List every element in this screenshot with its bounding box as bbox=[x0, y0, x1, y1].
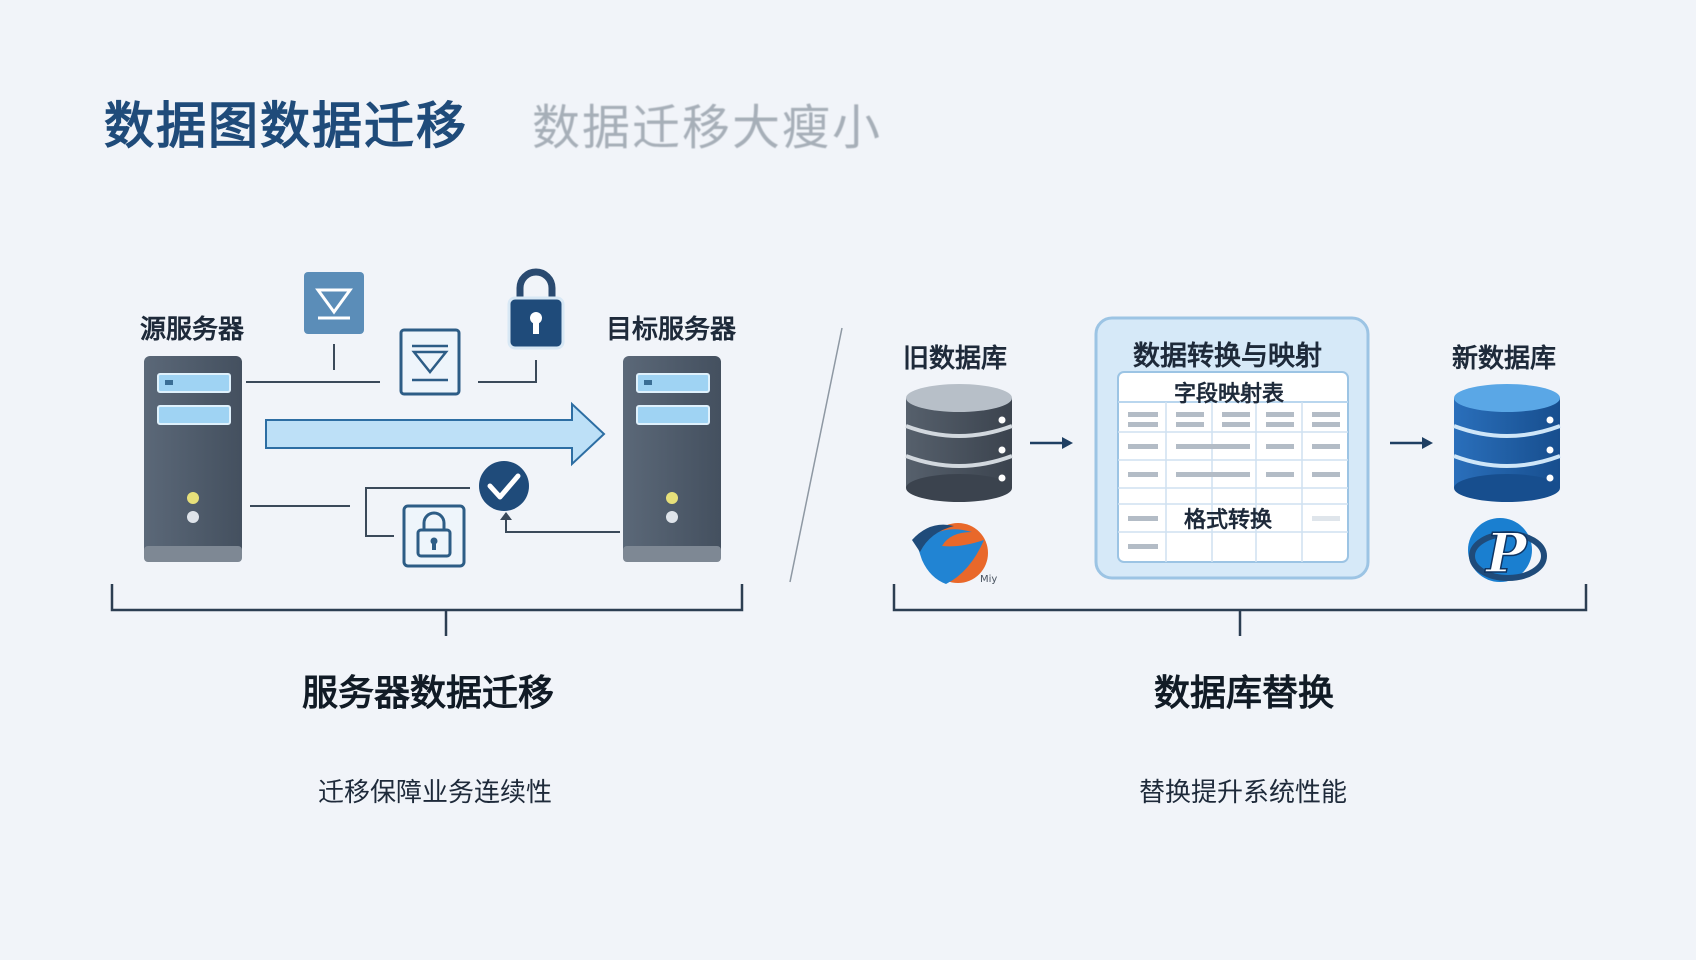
page-title: 数据图数据迁移 bbox=[104, 97, 468, 155]
mapping-box-title: 数据转换与映射 bbox=[1133, 341, 1322, 372]
bottom-connectors bbox=[250, 487, 620, 537]
left-section-subtitle: 迁移保障业务连续性 bbox=[318, 778, 553, 808]
check-circle-icon bbox=[479, 461, 529, 511]
new-database-label: 新数据库 bbox=[1452, 344, 1557, 374]
old-logo-text: Miy bbox=[980, 574, 997, 585]
section-divider bbox=[789, 327, 843, 583]
mapping-table-title: 字段映射表 bbox=[1174, 382, 1285, 407]
page-subtitle: 数据迁移大瘦小 bbox=[532, 100, 883, 156]
right-section-title: 数据库替换 bbox=[1154, 673, 1335, 714]
left-section-title: 服务器数据迁移 bbox=[302, 673, 555, 714]
mapping-box bbox=[1094, 316, 1370, 580]
left-bracket bbox=[110, 584, 744, 636]
right-section-subtitle: 替换提升系统性能 bbox=[1139, 778, 1348, 808]
document-filter-icon bbox=[399, 328, 461, 396]
old-database-label: 旧数据库 bbox=[903, 344, 1008, 374]
filter-icon bbox=[304, 272, 364, 334]
flow-arrows bbox=[1030, 437, 1433, 449]
old-database-logo bbox=[912, 523, 988, 584]
top-connectors bbox=[246, 344, 537, 383]
small-lock-icon bbox=[402, 504, 466, 568]
new-database-icon bbox=[1453, 384, 1561, 502]
lock-icon bbox=[507, 268, 565, 350]
format-conversion-label: 格式转换 bbox=[1184, 508, 1273, 533]
source-server-label: 源服务器 bbox=[140, 315, 245, 345]
right-bracket bbox=[892, 584, 1588, 636]
target-server-icon bbox=[623, 356, 721, 562]
target-server-label: 目标服务器 bbox=[606, 315, 737, 345]
old-database-icon bbox=[905, 384, 1013, 502]
source-server-icon bbox=[144, 356, 242, 562]
new-logo-letter: P bbox=[1484, 521, 1528, 585]
migration-arrow bbox=[265, 401, 606, 467]
new-database-logo bbox=[1468, 518, 1547, 582]
